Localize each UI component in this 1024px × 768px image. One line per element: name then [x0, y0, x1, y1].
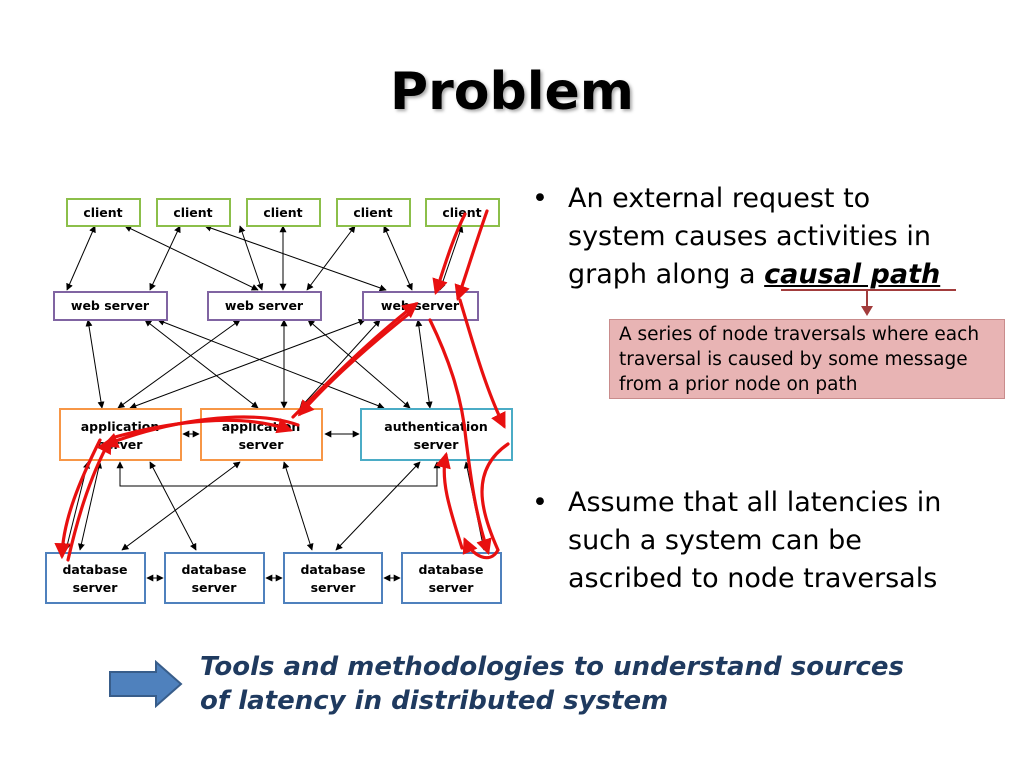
database-server-label-line1: database: [181, 562, 246, 577]
bullet-text: An external request to system causes act…: [568, 183, 931, 290]
bullet-latencies: • Assume that all latencies in such a sy…: [532, 484, 972, 598]
database-server-node: database server: [164, 552, 265, 604]
client-node: client: [336, 198, 411, 227]
authentication-server-label-line1: authentication: [384, 419, 487, 434]
web-server-node: web server: [53, 291, 168, 321]
slide-title: Problem: [390, 62, 634, 122]
web-server-label: web server: [225, 298, 304, 313]
client-node: client: [246, 198, 321, 227]
database-server-label-line1: database: [418, 562, 483, 577]
right-arrow-icon: [109, 660, 183, 708]
database-server-label-line2: server: [192, 580, 238, 595]
database-server-node: database server: [45, 552, 146, 604]
client-label: client: [83, 205, 122, 220]
bullet-causal-path: • An external request to system causes a…: [532, 180, 972, 294]
database-server-label-line2: server: [429, 580, 475, 595]
web-server-label: web server: [71, 298, 150, 313]
authentication-server-node: authentication server: [360, 408, 513, 461]
causal-path-overlay: [54, 209, 510, 562]
client-label: client: [173, 205, 212, 220]
database-server-label-line1: database: [300, 562, 365, 577]
bullet-text: Assume that all latencies in such a syst…: [568, 487, 942, 594]
database-server-label-line2: server: [311, 580, 357, 595]
database-server-label-line1: database: [62, 562, 127, 577]
authentication-server-label-line2: server: [414, 437, 460, 452]
connection-arrows: [64, 224, 487, 582]
client-node: client: [156, 198, 231, 227]
client-node: client: [66, 198, 141, 227]
client-label: client: [442, 205, 481, 220]
bullet-dot: •: [532, 183, 548, 214]
client-label: client: [263, 205, 302, 220]
database-server-node: database server: [283, 552, 383, 604]
web-server-label: web server: [381, 298, 460, 313]
causal-path-underline: [781, 289, 956, 291]
web-server-node: web server: [207, 291, 322, 321]
conclusion-text: Tools and methodologies to understand so…: [200, 652, 904, 716]
causal-path-emphasis: causal path: [764, 259, 941, 290]
callout-pointer-line: [866, 290, 868, 310]
database-server-label-line2: server: [73, 580, 119, 595]
application-server-label-line2: server: [239, 437, 285, 452]
callout-pointer-arrowhead: [861, 306, 873, 316]
database-server-node: database server: [401, 552, 502, 604]
client-label: client: [353, 205, 392, 220]
definition-callout: A series of node traversals where each t…: [609, 319, 1005, 399]
bullet-dot: •: [532, 487, 548, 518]
